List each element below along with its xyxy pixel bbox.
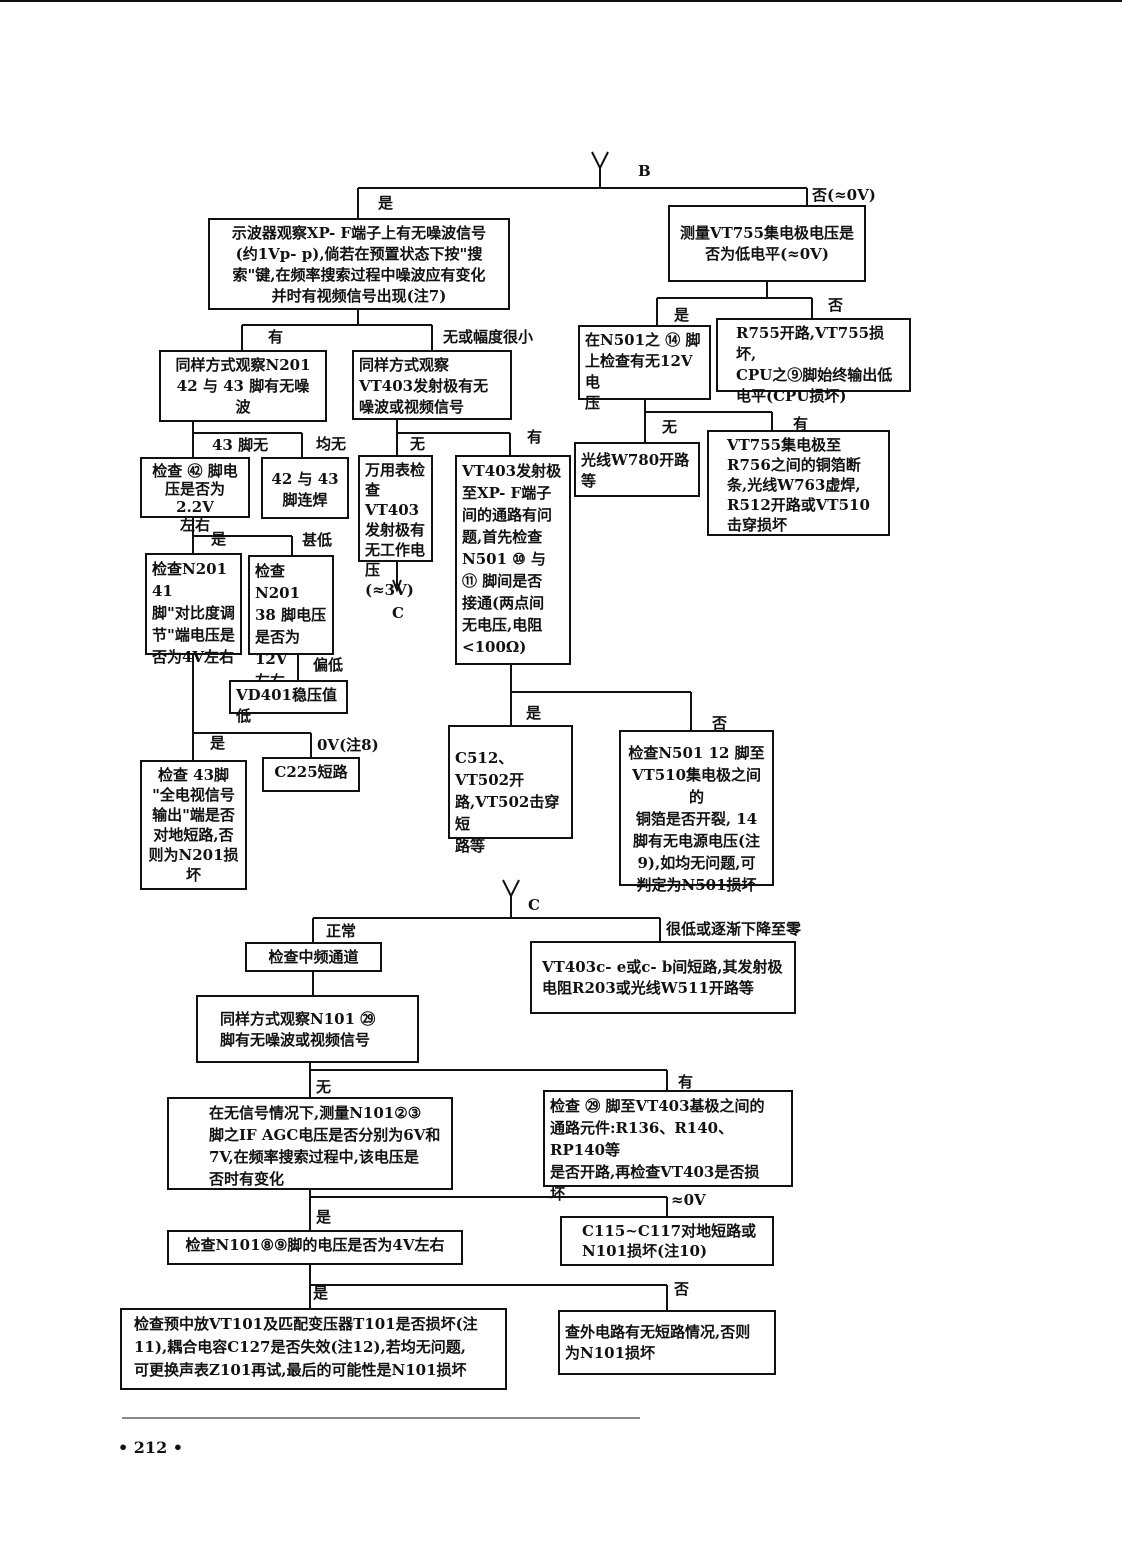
label-none: 无 (662, 418, 678, 436)
box-check-pin42: 检查 ㊷ 脚电 压是否为2.2V 左右 (140, 457, 250, 534)
box-pin29-vt403: 检查 ㉙ 脚至VT403基极之间的 通路元件:R136、R140、RP140等 … (543, 1090, 793, 1203)
box-multimeter-vt403: 万用表检 查VT403 发射极有 无工作电 压(≈3V) (358, 455, 433, 599)
box-n201-pin41: 检查N201 41 脚"对比度调 节"端电压是 否为4V左右 (145, 553, 242, 666)
label-none: 无 (410, 435, 426, 453)
label-none-or-small: 无或幅度很小 (443, 328, 534, 346)
box-vt101-t101: 检查预中放VT101及匹配变压器T101是否损坏(注 11),耦合电容C127是… (120, 1308, 507, 1390)
box-c225-short: C225短路 (262, 757, 360, 792)
entry-c-symbol (502, 879, 520, 918)
box-n201-pin38: 检查N201 38 脚电压 是否为12V 左右 (248, 555, 334, 690)
page-top-rule (0, 0, 1122, 2)
label-have: 有 (268, 328, 284, 346)
box-vd401: VD401稳压值低 (229, 680, 348, 725)
label-yes: 是 (316, 1208, 332, 1226)
box-scope-xpf-noise: 示波器观察XP- F端子上有无噪波信号 (约1Vp- p),倘若在预置状态下按"… (208, 218, 510, 310)
box-n101-pin29: 同样方式观察N101 ㉙ 脚有无噪波或视频信号 (196, 995, 419, 1063)
label-no-zero-volt: 否(≈0V) (812, 186, 876, 204)
box-n101-pins-8-9: 检查N101⑧⑨脚的电压是否为4V左右 (167, 1230, 463, 1265)
label-no: 否 (712, 714, 728, 732)
box-c512-vt502: C512、VT502开 路,VT502击穿短 路等 (448, 725, 573, 855)
label-no: 否 (828, 296, 844, 314)
arrow-to-c (392, 579, 402, 593)
label-have: 有 (527, 428, 543, 446)
label-yes: 是 (378, 194, 394, 212)
box-measure-vt755: 测量VT755集电极电压是 否为低电平(≈0V) (668, 205, 866, 282)
label-have: 有 (678, 1073, 694, 1091)
box-vt403-ce-short: VT403c- e或c- b间短路,其发射极 电阻R203或光线W511开路等 (530, 941, 796, 1014)
label-yes: 是 (674, 306, 690, 324)
label-have: 有 (793, 415, 809, 433)
entry-b-symbol (591, 151, 609, 188)
label-no: 否 (674, 1280, 690, 1298)
box-check-if-channel: 检查中频通道 (245, 942, 382, 972)
box-n201-pins-42-43: 同样方式观察N201 42 与 43 脚有无噪 波 (159, 350, 327, 422)
marker-b: B (638, 162, 651, 180)
marker-c-top: C (528, 896, 540, 914)
label-very-low-drop: 很低或逐渐下降至零 (666, 920, 802, 938)
label-low: 偏低 (313, 656, 344, 674)
box-vt403-path: VT403发射极 至XP- F端子 间的通路有问 题,首先检查 N501 ⑩ 与… (455, 455, 571, 665)
box-vt755-collector: VT755集电极至 R756之间的铜箔断 条,光线W763虚焊, R512开路或… (707, 430, 890, 536)
box-n501-pin14: 在N501之 ⑭ 脚 上检查有无12V电 压 (578, 325, 711, 412)
box-n101-agc: 在无信号情况下,测量N101②③ 脚之IF AGC电压是否分别为6V和 7V,在… (167, 1097, 453, 1190)
label-both-none: 均无 (316, 435, 347, 453)
box-pin43-short: 检查 43脚 "全电视信号 输出"端是否 对地短路,否 则为N201损 坏 (140, 760, 247, 890)
box-external-short: 查外电路有无短路情况,否则 为N101损坏 (558, 1310, 776, 1375)
label-pin43-none: 43 脚无 (212, 436, 269, 454)
box-r755-open: R755开路,VT755损坏, CPU之⑨脚始终输出低 电平(CPU损坏) (716, 318, 911, 405)
label-yes: 是 (211, 530, 227, 548)
marker-c-arrow: C (392, 604, 404, 622)
label-yes: 是 (526, 704, 542, 722)
label-normal: 正常 (326, 922, 357, 940)
page-number: • 212 • (118, 1438, 183, 1457)
label-none: 无 (316, 1078, 332, 1096)
box-c115-c117: C115~C117对地短路或 N101损坏(注10) (560, 1216, 774, 1266)
label-approx-zero-volt: ≈0V (671, 1191, 706, 1209)
label-zero-volt-note8: 0V(注8) (317, 736, 379, 754)
label-yes: 是 (210, 734, 226, 752)
box-vt403-emitter: 同样方式观察 VT403发射极有无 噪波或视频信号 (352, 350, 512, 420)
label-very-low: 甚低 (302, 531, 333, 549)
box-pins-42-43-bridged: 42 与 43 脚连焊 (261, 457, 349, 519)
label-yes: 是 (313, 1284, 329, 1302)
box-w780-open: 光线W780开路 等 (574, 442, 700, 497)
box-n501-pin12: 检查N501 12 脚至 VT510集电极之间的 铜箔是否开裂, 14 脚有无电… (619, 730, 774, 894)
